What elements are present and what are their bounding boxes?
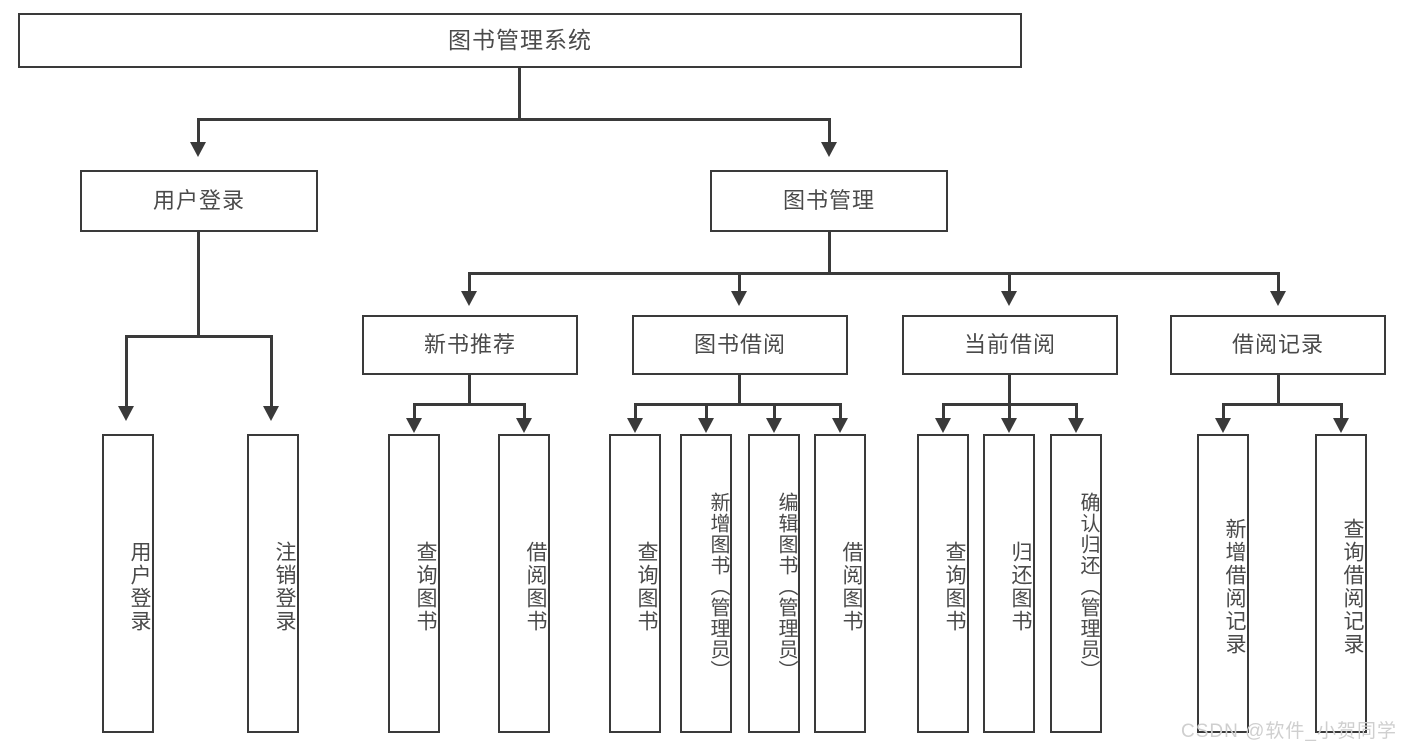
connector-bb-stem — [738, 375, 741, 405]
connector-nbr-stem — [468, 375, 471, 405]
arrowhead-root-to-book-manage — [821, 142, 837, 157]
node-leaf-edit-book[interactable]: 编辑图书（管理员） — [748, 434, 800, 733]
arrowhead-br-leaf1 — [1215, 418, 1231, 433]
connector-br-stem — [1277, 375, 1280, 405]
arrowhead-bm-to-book-borrow — [731, 291, 747, 306]
node-leaf-user-login[interactable]: 用户登录 — [102, 434, 154, 733]
node-current-borrow[interactable]: 当前借阅 — [902, 315, 1118, 375]
arrowhead-nbr-leaf2 — [516, 418, 532, 433]
arrowhead-cb-leaf2 — [1001, 418, 1017, 433]
connector-bb-bus — [634, 403, 842, 406]
connector-cb-leaf2 — [1008, 403, 1011, 421]
connector-nbr-leaf1 — [413, 403, 416, 421]
node-book-manage[interactable]: 图书管理 — [710, 170, 948, 232]
connector-bm-to-new-book — [468, 272, 471, 294]
connector-book-manage-bus — [468, 272, 1280, 275]
connector-root-stem-main — [518, 68, 521, 119]
node-leaf-query-book-3[interactable]: 查询图书 — [917, 434, 969, 733]
node-user-login[interactable]: 用户登录 — [80, 170, 318, 232]
node-leaf-query-book-2[interactable]: 查询图书 — [609, 434, 661, 733]
connector-bm-to-borrow-record — [1277, 272, 1280, 294]
arrowhead-bm-to-new-book — [461, 291, 477, 306]
connector-bb-leaf3 — [773, 403, 776, 421]
connector-nbr-bus — [413, 403, 526, 406]
arrowhead-user-login-to-leaf1 — [118, 406, 134, 421]
connector-user-login-stem — [197, 232, 200, 337]
arrowhead-bm-to-current-borrow — [1001, 291, 1017, 306]
arrowhead-bm-to-borrow-record — [1270, 291, 1286, 306]
arrowhead-nbr-leaf1 — [406, 418, 422, 433]
connector-br-bus — [1222, 403, 1343, 406]
arrowhead-bb-leaf4 — [832, 418, 848, 433]
connector-user-login-to-leaf1 — [125, 335, 128, 409]
connector-bb-leaf2 — [705, 403, 708, 421]
node-leaf-confirm-return[interactable]: 确认归还（管理员） — [1050, 434, 1102, 733]
node-leaf-query-record[interactable]: 查询借阅记录 — [1315, 434, 1367, 733]
node-leaf-borrow-book-1[interactable]: 借阅图书 — [498, 434, 550, 733]
node-leaf-add-record[interactable]: 新增借阅记录 — [1197, 434, 1249, 733]
arrowhead-user-login-to-leaf2 — [263, 406, 279, 421]
node-borrow-record[interactable]: 借阅记录 — [1170, 315, 1386, 375]
connector-bb-leaf4 — [839, 403, 842, 421]
connector-nbr-leaf2 — [523, 403, 526, 421]
connector-bm-to-book-borrow — [738, 272, 741, 294]
csdn-watermark: CSDN @软件_小贺同学 — [1181, 721, 1397, 742]
node-book-borrow[interactable]: 图书借阅 — [632, 315, 848, 375]
node-leaf-query-book-1[interactable]: 查询图书 — [388, 434, 440, 733]
connector-cb-leaf1 — [942, 403, 945, 421]
connector-cb-stem — [1008, 375, 1011, 405]
arrowhead-bb-leaf1 — [627, 418, 643, 433]
node-leaf-add-book[interactable]: 新增图书（管理员） — [680, 434, 732, 733]
connector-root-to-book-manage — [828, 118, 831, 146]
connector-bm-to-current-borrow — [1008, 272, 1011, 294]
node-leaf-borrow-book-2[interactable]: 借阅图书 — [814, 434, 866, 733]
arrowhead-cb-leaf1 — [935, 418, 951, 433]
connector-root-to-user-login — [197, 118, 200, 146]
node-new-book-recommend[interactable]: 新书推荐 — [362, 315, 578, 375]
node-leaf-logout[interactable]: 注销登录 — [247, 434, 299, 733]
connector-br-leaf1 — [1222, 403, 1225, 421]
node-root[interactable]: 图书管理系统 — [18, 13, 1022, 68]
node-leaf-return-book[interactable]: 归还图书 — [983, 434, 1035, 733]
connector-book-manage-stem — [828, 232, 831, 274]
connector-cb-leaf3 — [1075, 403, 1078, 421]
connector-root-bus — [197, 118, 831, 121]
arrowhead-br-leaf2 — [1333, 418, 1349, 433]
arrowhead-bb-leaf2 — [698, 418, 714, 433]
arrowhead-bb-leaf3 — [766, 418, 782, 433]
connector-user-login-bus — [125, 335, 273, 338]
connector-user-login-to-leaf2 — [270, 335, 273, 409]
arrowhead-cb-leaf3 — [1068, 418, 1084, 433]
connector-br-leaf2 — [1340, 403, 1343, 421]
arrowhead-root-to-user-login — [190, 142, 206, 157]
connector-bb-leaf1 — [634, 403, 637, 421]
